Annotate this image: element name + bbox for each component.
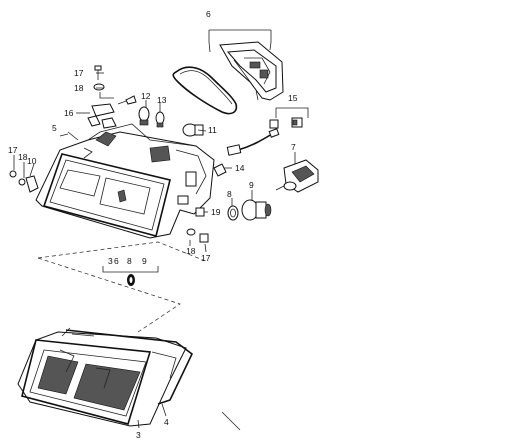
callout-18c: 18	[186, 246, 196, 256]
callout-18a: 18	[74, 83, 84, 93]
leader-3	[137, 419, 140, 429]
leader-4	[161, 403, 167, 417]
group-callout-9: 9	[142, 256, 147, 266]
group-callout-6: 6	[114, 256, 119, 266]
bracket-part-10	[25, 175, 39, 193]
screw-part-17-left	[9, 170, 17, 178]
callout-14: 14	[235, 163, 245, 173]
callout-12: 12	[141, 91, 151, 101]
callout-10: 10	[27, 156, 37, 166]
callout-17a: 17	[74, 68, 84, 78]
callout-17c: 17	[201, 253, 211, 263]
headlight-housing-upper	[35, 123, 215, 239]
callout-8a: 8	[227, 189, 232, 199]
leader-6a	[208, 41, 211, 53]
callout-15: 15	[288, 93, 298, 103]
leader-17-low	[204, 243, 207, 253]
callout-3: 3	[136, 430, 141, 440]
bracket-housing-part	[219, 41, 284, 101]
gasket-part	[172, 66, 238, 115]
leader-arrow	[221, 411, 241, 431]
washer-part-18-left	[18, 178, 26, 186]
bracket-part-5	[67, 131, 79, 141]
adjuster-motor-part-7	[275, 159, 319, 193]
leader-left-group	[13, 155, 35, 178]
group-callout-3: 3	[108, 256, 113, 266]
bulb-part-9	[241, 199, 272, 221]
callout-bracket-group	[102, 266, 159, 273]
callout-4: 4	[164, 417, 169, 427]
callout-19: 19	[211, 207, 221, 217]
screw-part-17-low	[199, 233, 209, 243]
callout-11: 11	[208, 125, 217, 135]
leader-5	[59, 133, 69, 137]
wiring-harness-part	[226, 128, 280, 156]
dashed-leader-b	[37, 257, 181, 333]
small-bulb-part-14	[213, 163, 227, 177]
lamp-part-13	[155, 111, 165, 128]
callout-9a: 9	[249, 180, 254, 190]
clip-part-19	[195, 207, 205, 217]
gasket-part-4	[61, 327, 194, 405]
clip-part-16	[87, 95, 137, 129]
dashed-leader-a	[37, 241, 209, 263]
leader-11	[197, 129, 207, 132]
callout-13: 13	[157, 95, 167, 105]
cap-ring-part-8	[227, 205, 239, 221]
screw-part-17-top	[94, 65, 102, 80]
callout-17b: 17	[8, 145, 18, 155]
callout-18b: 18	[18, 152, 28, 162]
callout-6: 6	[206, 9, 211, 19]
headlight-assembly-complete	[17, 331, 187, 427]
o-ring-part	[127, 274, 135, 286]
callout-16: 16	[64, 108, 74, 118]
group-callout-8: 8	[127, 256, 132, 266]
callout-7: 7	[291, 142, 296, 152]
lamp-part-12	[138, 106, 150, 126]
connector-part-15	[269, 107, 309, 129]
washer-part-18-top	[93, 83, 105, 91]
leader-18-top	[96, 87, 114, 99]
callout-bracket-6	[208, 29, 272, 42]
washer-part-18-low	[186, 228, 196, 236]
leader-6b	[269, 41, 272, 51]
callout-5: 5	[52, 123, 57, 133]
